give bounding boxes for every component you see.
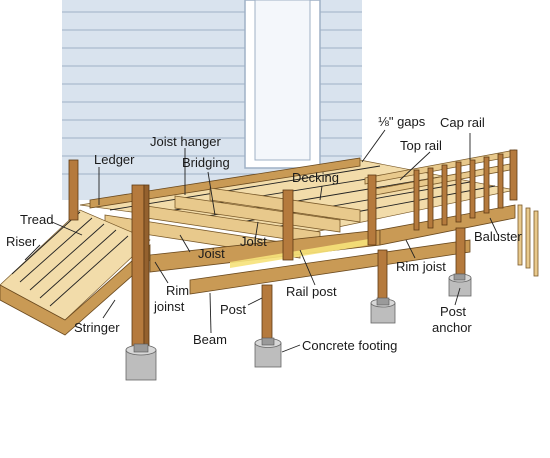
label-ledger: Ledger — [94, 152, 135, 167]
label-rim-joinst-line2: joinst — [153, 299, 185, 314]
door — [245, 0, 320, 168]
label-stringer: Stringer — [74, 320, 120, 335]
label-eighth-gaps: ⅛" gaps — [378, 114, 426, 129]
label-joist-hanger: Joist hanger — [150, 134, 221, 149]
label-joist-right: Joist — [240, 234, 267, 249]
label-decking: Decking — [292, 170, 339, 185]
label-post-anchor-line2: anchor — [432, 320, 472, 335]
label-cap-rail: Cap rail — [440, 115, 485, 130]
label-top-rail: Top rail — [400, 138, 442, 153]
label-beam: Beam — [193, 332, 227, 347]
label-concrete-footing: Concrete footing — [302, 338, 397, 353]
label-rim-joist: Rim joist — [396, 259, 446, 274]
label-post: Post — [220, 302, 246, 317]
label-baluster: Baluster — [474, 229, 522, 244]
label-joist-left: Joist — [198, 246, 225, 261]
label-tread: Tread — [20, 212, 53, 227]
label-rim-joinst-line1: Rim — [166, 283, 189, 298]
label-post-anchor-line1: Post — [440, 304, 466, 319]
label-bridging: Bridging — [182, 155, 230, 170]
label-rail-post: Rail post — [286, 284, 337, 299]
label-riser: Riser — [6, 234, 37, 249]
